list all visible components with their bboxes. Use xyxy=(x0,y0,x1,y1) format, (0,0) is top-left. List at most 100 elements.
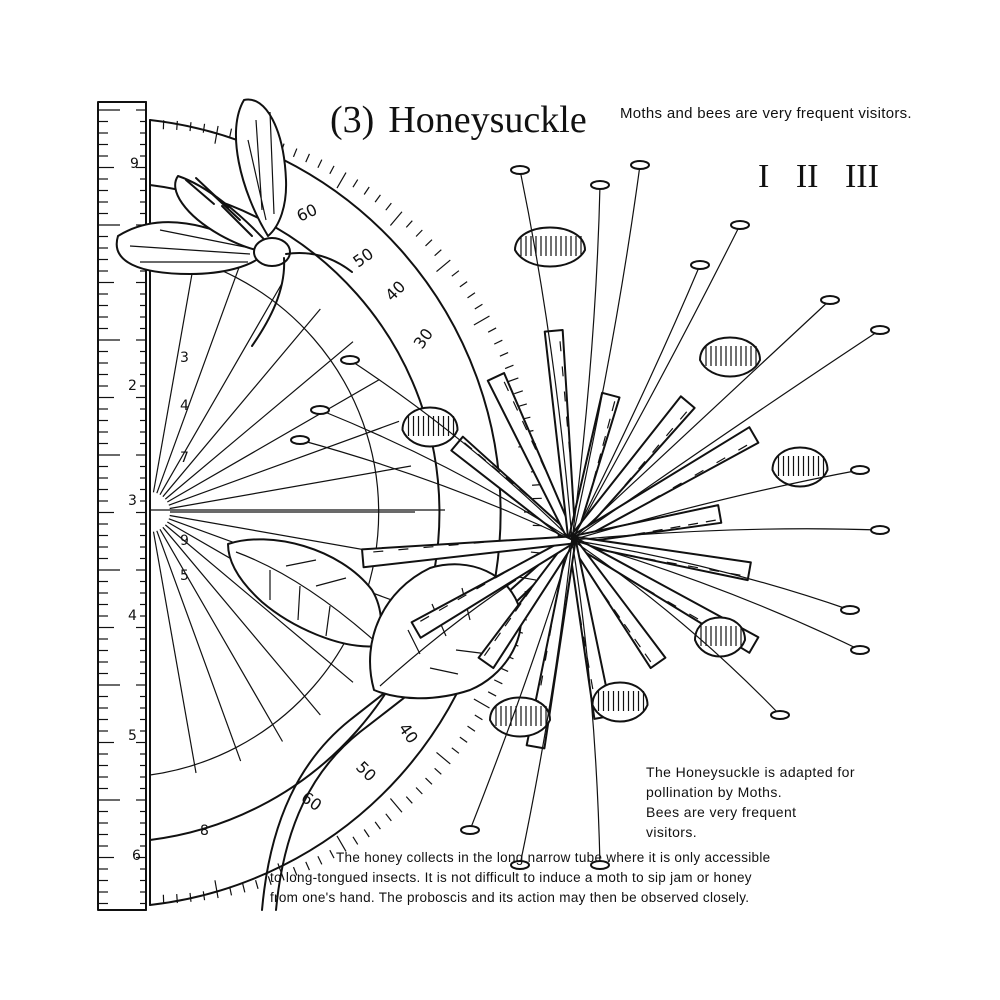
ink-line xyxy=(229,128,233,138)
stamen xyxy=(571,184,601,541)
protractor-label: 50 xyxy=(352,757,380,785)
ink-line xyxy=(667,600,677,607)
ink-line xyxy=(525,588,532,598)
ink-line xyxy=(336,172,347,189)
ruler-inch-label: 4 xyxy=(128,608,137,624)
ink-line xyxy=(451,747,460,754)
honeysuckle-flower xyxy=(290,160,890,870)
ink-line xyxy=(292,866,298,876)
flower-tube xyxy=(450,435,576,544)
stamen xyxy=(571,224,741,541)
ink-line xyxy=(374,821,381,830)
ink-line xyxy=(498,539,509,542)
stamen xyxy=(571,528,881,541)
bottom-note-line: The honey collects in the long narrow tu… xyxy=(336,850,771,865)
ink-line xyxy=(162,308,321,498)
ink-line xyxy=(389,211,403,226)
stamen xyxy=(571,164,641,541)
ink-line xyxy=(473,541,484,544)
stamen xyxy=(319,409,573,541)
anther xyxy=(340,355,360,365)
plate-title: (3)Honeysuckle xyxy=(330,98,587,142)
ink-line xyxy=(483,647,491,657)
ink-line xyxy=(514,602,522,612)
ink-line xyxy=(582,636,586,647)
ink-line xyxy=(436,751,451,765)
bottom-note: The honey collects in the long narrow tu… xyxy=(270,848,910,908)
ink-line xyxy=(613,609,621,618)
ink-line xyxy=(603,594,610,604)
ink-line xyxy=(716,457,726,464)
ink-line xyxy=(451,270,460,277)
ink-line xyxy=(202,123,206,133)
ink-line xyxy=(425,239,433,247)
ink-line xyxy=(448,543,459,546)
ink-line xyxy=(738,444,748,451)
stamen xyxy=(571,539,601,866)
ink-line xyxy=(336,835,347,852)
ink-line xyxy=(159,282,284,495)
ink-line xyxy=(423,546,434,549)
ink-line xyxy=(588,488,593,499)
ink-line xyxy=(164,341,354,500)
inner-label: 8 xyxy=(200,823,209,839)
ink-line xyxy=(705,519,716,523)
ink-line xyxy=(152,531,197,774)
anther xyxy=(290,435,310,445)
protractor-label: 60 xyxy=(294,200,320,226)
ink-line xyxy=(530,551,540,554)
ink-line xyxy=(512,401,519,411)
ink-line xyxy=(652,444,660,453)
inner-label: 3 xyxy=(180,350,189,366)
ruler-ticks xyxy=(98,109,146,905)
stamen xyxy=(519,539,573,866)
flower-lip xyxy=(694,616,746,658)
flower-lip xyxy=(401,406,459,448)
ink-line xyxy=(628,507,639,514)
ink-line xyxy=(544,650,548,661)
ink-line xyxy=(623,623,631,633)
protractor-label: 40 xyxy=(381,277,409,305)
inner-label: 4 xyxy=(180,398,189,414)
ink-line xyxy=(549,625,552,636)
ink-line xyxy=(634,532,645,535)
anther xyxy=(460,825,480,835)
inner-label: 5 xyxy=(180,568,189,584)
side-note-line: visitors. xyxy=(646,824,698,840)
stamen xyxy=(571,299,831,541)
ink-line xyxy=(405,220,413,228)
protractor-label: 30 xyxy=(410,325,437,353)
ink-line xyxy=(518,576,537,581)
ink-line xyxy=(329,849,335,859)
ink-line xyxy=(415,229,423,237)
ink-line xyxy=(405,796,413,804)
ink-line xyxy=(611,401,616,412)
ink-line xyxy=(505,476,514,485)
ink-line xyxy=(665,427,674,437)
ink-line xyxy=(305,861,310,871)
ruler-inch-label: 2 xyxy=(128,378,137,394)
ink-line xyxy=(169,465,412,510)
ink-line xyxy=(168,420,400,506)
ink-line xyxy=(592,579,600,589)
side-note-line: pollination by Moths. xyxy=(646,784,783,800)
ink-line xyxy=(689,613,699,620)
ink-line xyxy=(559,341,562,352)
ruler-inch-label: 5 xyxy=(128,728,137,744)
ink-line xyxy=(156,530,242,762)
petal-tubes xyxy=(361,329,760,750)
ink-line xyxy=(425,777,433,785)
ink-line xyxy=(694,469,704,476)
ink-line xyxy=(254,879,259,889)
stamen xyxy=(571,469,861,541)
ink-line xyxy=(561,366,564,377)
ink-line xyxy=(597,453,602,464)
ink-line xyxy=(152,250,197,493)
ink-line xyxy=(590,679,594,690)
ink-line xyxy=(504,617,512,627)
ink-line xyxy=(634,638,641,648)
stamen xyxy=(519,169,573,541)
ink-line xyxy=(317,159,323,169)
anther xyxy=(820,295,840,305)
stamen xyxy=(571,264,701,541)
